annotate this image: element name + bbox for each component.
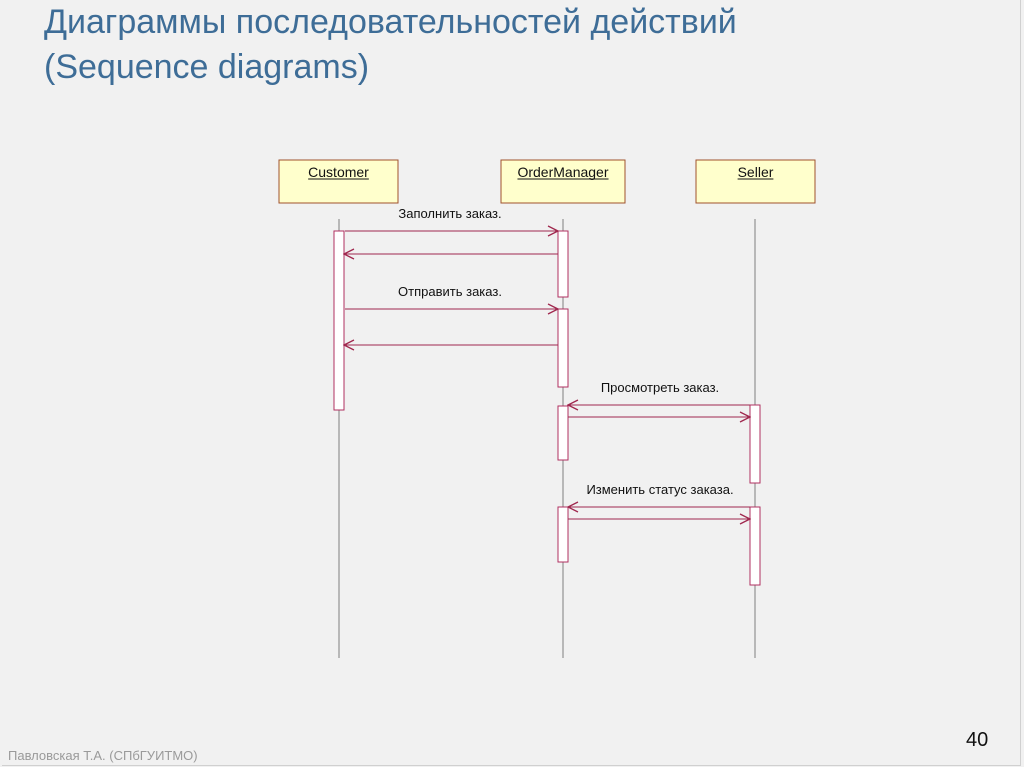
actor-ordermanager[interactable]: OrderManager	[500, 159, 626, 204]
activation-bar-ordermanager	[557, 506, 569, 563]
activation-bar-ordermanager	[557, 230, 569, 298]
activation-bar-seller	[749, 506, 761, 586]
title-line-2: (Sequence diagrams)	[44, 48, 370, 86]
message-label: Заполнить заказ.	[398, 206, 501, 221]
footer-author: Павловская Т.А. (СПбГУИТМО)	[8, 748, 198, 763]
actor-box	[695, 159, 816, 204]
actor-box	[500, 159, 626, 204]
actor-name: Customer	[308, 164, 369, 180]
activation-bar-seller	[749, 404, 761, 484]
actor-name: Seller	[738, 164, 774, 180]
actor-customer[interactable]: Customer	[278, 159, 399, 204]
activation-bar-ordermanager	[557, 308, 569, 388]
message-label: Просмотреть заказ.	[601, 380, 719, 395]
slide-title: Диаграммы последовательностей действий (…	[44, 0, 1004, 90]
actor-name: OrderManager	[517, 164, 608, 180]
message-label: Отправить заказ.	[398, 284, 502, 299]
activation-bar-ordermanager	[557, 405, 569, 461]
message-label: Изменить статус заказа.	[586, 482, 733, 497]
page-number: 40	[966, 729, 989, 751]
activation-bar-customer	[333, 230, 345, 411]
title-line-1: Диаграммы последовательностей действий	[44, 3, 737, 41]
actor-seller[interactable]: Seller	[695, 159, 816, 204]
actor-box	[278, 159, 399, 204]
